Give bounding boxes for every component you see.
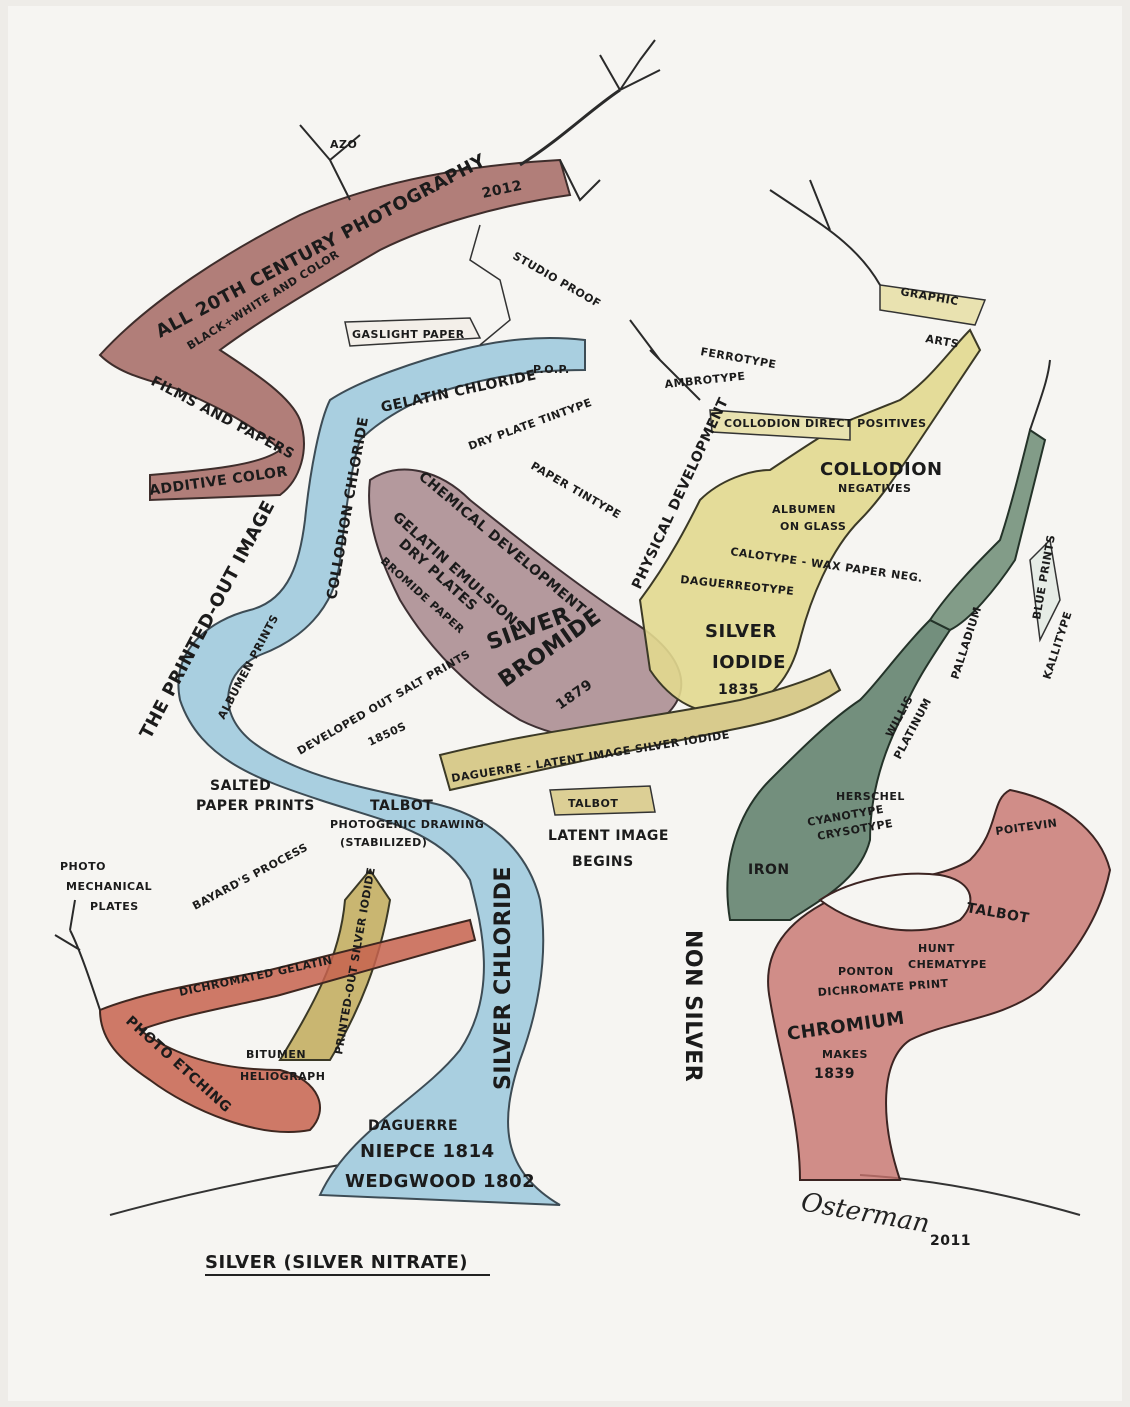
label-iron: IRON	[748, 862, 790, 878]
label-pop: P.O.P.	[533, 363, 570, 376]
artist-signature: Osterman	[799, 1187, 932, 1239]
label-ferrotype: FERROTYPE	[699, 345, 777, 371]
label-bitumen: BITUMEN	[246, 1048, 306, 1061]
label-talbot-small: TALBOT	[568, 797, 618, 810]
label-albumen-2: ON GLASS	[780, 520, 846, 533]
label-negatives: NEGATIVES	[838, 482, 911, 495]
label-makes: MAKES	[822, 1048, 868, 1061]
branch-silver-bromide	[369, 470, 681, 739]
label-salted-1: SALTED	[210, 778, 271, 794]
label-collodion-direct: COLLODION DIRECT POSITIVES	[724, 417, 927, 430]
label-talbot-1: TALBOT	[370, 798, 433, 814]
label-year-2011: 2011	[930, 1233, 971, 1249]
studio-proof-branch	[470, 225, 510, 345]
label-silver-chloride: SILVER CHLORIDE	[491, 866, 516, 1090]
label-arts: ARTS	[924, 332, 960, 351]
label-bayards: BAYARD'S PROCESS	[190, 841, 310, 913]
label-year-1835: 1835	[718, 682, 759, 698]
label-silver-iodide-2: IODIDE	[712, 652, 786, 673]
label-latent-1: LATENT IMAGE	[548, 828, 669, 844]
label-ponton: PONTON	[838, 965, 894, 978]
label-collodion: COLLODION	[820, 459, 943, 480]
label-studio-proof: STUDIO PROOF	[511, 249, 604, 310]
label-talbot-3: (STABILIZED)	[340, 836, 427, 849]
label-wedgwood: WEDGWOOD 1802	[345, 1171, 535, 1192]
label-hunt-2: CHEMATYPE	[908, 958, 987, 971]
label-salted-2: PAPER PRINTS	[196, 798, 315, 814]
label-year-1839: 1839	[814, 1066, 855, 1082]
label-paper-tintype: PAPER TINTYPE	[529, 459, 624, 521]
label-niepce: NIEPCE 1814	[360, 1141, 495, 1162]
branch-twentieth-century	[100, 40, 660, 500]
label-ambrotype: AMBROTYPE	[664, 370, 746, 391]
label-1850s: 1850S	[366, 720, 409, 749]
label-twentieth-century: ALL 20TH CENTURY PHOTOGRAPHY	[152, 150, 489, 343]
label-gaslight: GASLIGHT PAPER	[352, 328, 465, 341]
label-dry-plate-tintype: DRY PLATE TINTYPE	[467, 396, 594, 453]
label-photomech-3: PLATES	[90, 900, 139, 913]
ground-line-left	[110, 1165, 340, 1215]
label-herschel: HERSCHEL	[836, 790, 905, 803]
label-heliograph: HELIOGRAPH	[240, 1070, 325, 1083]
label-silver-nitrate: SILVER (SILVER NITRATE)	[205, 1252, 468, 1273]
label-albumen-1: ALBUMEN	[772, 503, 836, 516]
label-photomech-2: MECHANICAL	[66, 880, 152, 893]
label-talbot-2: PHOTOGENIC DRAWING	[330, 818, 484, 831]
label-silver-iodide-1: SILVER	[705, 621, 777, 642]
label-hunt-1: HUNT	[918, 942, 955, 955]
label-daguerre: DAGUERRE	[368, 1118, 458, 1134]
label-non-silver: NON SILVER	[680, 930, 705, 1082]
label-azo: AZO	[330, 138, 357, 151]
label-latent-2: BEGINS	[572, 854, 634, 870]
label-photomech-1: PHOTO	[60, 860, 106, 873]
